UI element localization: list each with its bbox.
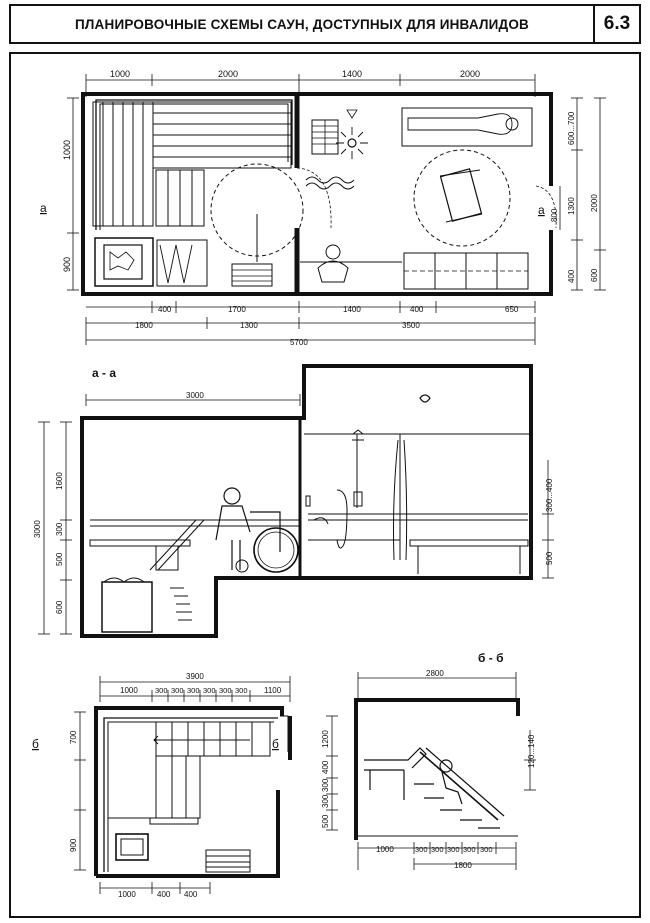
plan-bottom-dim-3: 1400 bbox=[343, 305, 361, 314]
plan-b-section-mark-right: б bbox=[272, 737, 279, 751]
plan-right-dim-2: 1300 bbox=[567, 197, 576, 215]
section-bb-bottom-total: 1800 bbox=[454, 861, 472, 870]
section-bb-bottom-dim-3: 300 bbox=[431, 845, 444, 854]
section-bb-bottom-dim-2: 300 bbox=[415, 845, 428, 854]
section-bb bbox=[326, 672, 536, 870]
plan-section-mark-left: а bbox=[40, 201, 47, 215]
plan-b-dim-2: 300 bbox=[155, 686, 168, 695]
section-bb-bottom-dim-6: 300 bbox=[480, 845, 493, 854]
plan-b-dim-4: 300 bbox=[187, 686, 200, 695]
section-aa-right-dim-2: 500 bbox=[545, 551, 554, 565]
section-bb-label: б - б bbox=[478, 651, 504, 665]
plan-right-dim-1: 600...700 bbox=[567, 111, 576, 145]
plan-top-dim-4: 2000 bbox=[460, 69, 480, 79]
plan-b-dim-8: 1100 bbox=[264, 686, 282, 695]
plan-b-bottom-dim-3: 400 bbox=[184, 890, 198, 899]
plan-top-dim-3: 1400 bbox=[342, 69, 362, 79]
plan-bottom-dim-1: 400 bbox=[158, 305, 172, 314]
plan-b-total: 3900 bbox=[186, 672, 204, 681]
section-bb-top-dim: 2800 bbox=[426, 669, 444, 678]
plan-b-dim-6: 300 bbox=[219, 686, 232, 695]
section-aa-left-dim-2: 300 bbox=[55, 522, 64, 536]
plan-door-dim: 800 bbox=[550, 208, 559, 222]
section-bb-left-dim-3: 300 bbox=[321, 778, 330, 792]
plan-bottom-dim-6: 1800 bbox=[135, 321, 153, 330]
section-aa-left-dim-1: 1600 bbox=[55, 472, 64, 490]
section-bb-left-dim-2: 400 bbox=[321, 760, 330, 774]
sheet-title: ПЛАНИРОВОЧНЫЕ СХЕМЫ САУН, ДОСТУПНЫХ ДЛЯ … bbox=[74, 16, 529, 32]
section-bb-bottom-dim-5: 300 bbox=[463, 845, 476, 854]
plan-b-left-dim-1: 700 bbox=[69, 730, 78, 744]
plan-bottom-dim-4: 400 bbox=[410, 305, 424, 314]
section-aa-right-dim-1: 300...400 bbox=[545, 478, 554, 512]
section-aa-left-dim-outer: 3000 bbox=[33, 520, 42, 538]
plan-bottom-dim-7: 1300 bbox=[240, 321, 258, 330]
section-bb-bottom-dim-4: 300 bbox=[447, 845, 460, 854]
section-aa-top-dim: 3000 bbox=[186, 391, 204, 400]
plan-bottom-dim-5: 650 bbox=[505, 305, 519, 314]
plan-left-dim-2: 900 bbox=[62, 257, 72, 272]
section-bb-left-dim-5: 500 bbox=[321, 814, 330, 828]
section-bb-left-dim-1: 1200 bbox=[321, 730, 330, 748]
plan-bottom-dim-8: 3500 bbox=[402, 321, 420, 330]
plan-b-dim-1: 1000 bbox=[120, 686, 138, 695]
plan-top-dim-1: 1000 bbox=[110, 69, 130, 79]
section-aa-left-dim-4: 600 bbox=[55, 600, 64, 614]
plan-right-dim-outer-2: 600 bbox=[590, 268, 599, 282]
plan-b-bottom-dim-1: 1000 bbox=[118, 890, 136, 899]
plan-top-dim-2: 2000 bbox=[218, 69, 238, 79]
plan-right-dim-3: 400 bbox=[567, 269, 576, 283]
sheet-number: 6.3 bbox=[593, 6, 639, 42]
plan-b bbox=[74, 676, 292, 894]
plan-b-dim-5: 300 bbox=[203, 686, 216, 695]
plan-bottom-dim-2: 1700 bbox=[228, 305, 246, 314]
sheet-header: ПЛАНИРОВОЧНЫЕ СХЕМЫ САУН, ДОСТУПНЫХ ДЛЯ … bbox=[9, 4, 641, 44]
section-bb-bottom-dim-1: 1000 bbox=[376, 845, 394, 854]
section-aa-label: а - а bbox=[92, 366, 116, 380]
plan-b-dim-3: 300 bbox=[171, 686, 184, 695]
plan-bottom-total: 5700 bbox=[290, 338, 308, 347]
sauna-plan bbox=[67, 74, 606, 345]
section-bb-left-dim-4: 300 bbox=[321, 794, 330, 808]
plan-section-mark-right: а bbox=[538, 203, 545, 217]
section-aa bbox=[38, 364, 554, 638]
plan-b-dim-7: 300 bbox=[235, 686, 248, 695]
drawing-sheet bbox=[9, 52, 641, 918]
plan-b-bottom-dim-2: 400 bbox=[157, 890, 171, 899]
plan-right-dim-outer-1: 2000 bbox=[590, 194, 599, 212]
plan-left-dim-1: 1000 bbox=[62, 140, 72, 160]
section-aa-left-dim-3: 500 bbox=[55, 552, 64, 566]
plan-b-left-dim-2: 900 bbox=[69, 838, 78, 852]
section-bb-right-dim: 120...140 bbox=[527, 734, 536, 768]
plan-b-section-mark-left: б bbox=[32, 737, 39, 751]
